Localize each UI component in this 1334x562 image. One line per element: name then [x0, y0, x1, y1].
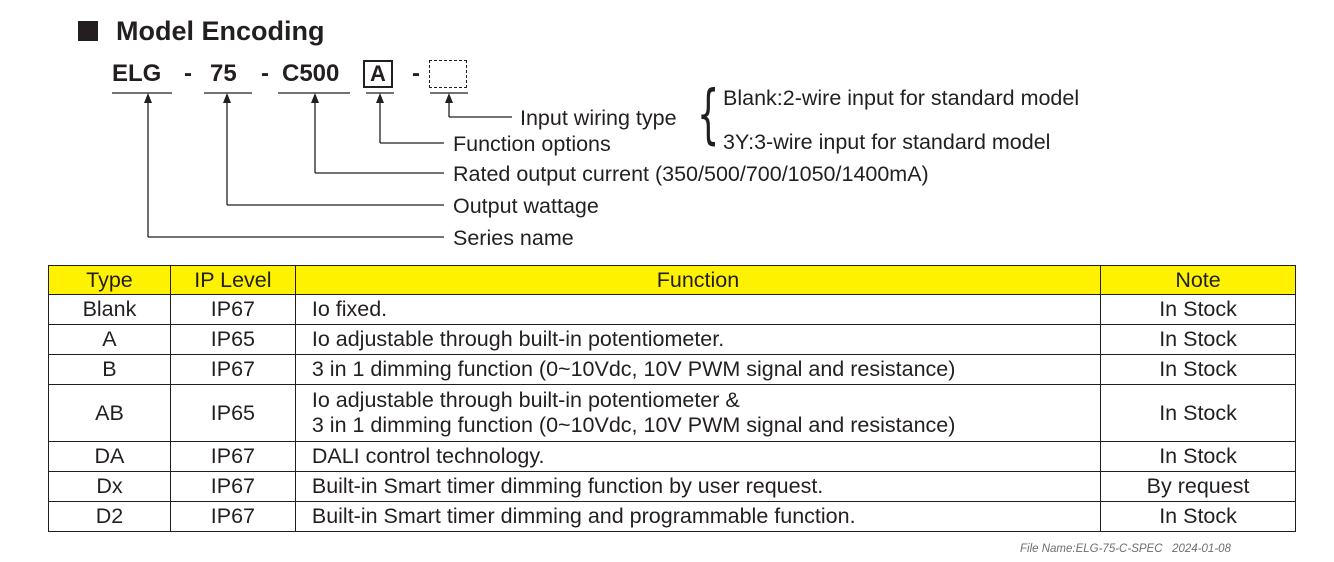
- desc-rated-output-current: Rated output current (350/500/700/1050/1…: [453, 162, 929, 186]
- cell-note: By request: [1100, 471, 1296, 502]
- cell-type: D2: [48, 501, 171, 532]
- cell-note: In Stock: [1100, 354, 1296, 385]
- file-name-footer: File Name:ELG-75-C-SPEC 2024-01-08: [1020, 543, 1231, 555]
- code-current: C500: [282, 60, 340, 87]
- footer-date: 2024-01-08: [1172, 543, 1231, 555]
- cell-function-line-2: 3 in 1 dimming function (0~10Vdc, 10V PW…: [311, 413, 956, 437]
- desc-3y-option: 3Y:3-wire input for standard model: [723, 130, 1051, 154]
- section-title: Model Encoding: [116, 15, 325, 46]
- header-ip-level: IP Level: [169, 265, 296, 295]
- cell-function: Io adjustable through built-in potentiom…: [294, 324, 1102, 355]
- table-row: Blank IP67 Io fixed. In Stock: [48, 294, 1296, 325]
- cell-function: Built-in Smart timer dimming function by…: [294, 471, 1102, 502]
- code-wattage: 75: [210, 60, 237, 87]
- header-function: Function: [294, 265, 1102, 295]
- code-dash-3: -: [412, 60, 420, 87]
- cell-function: Io fixed.: [294, 294, 1102, 325]
- desc-series-name: Series name: [453, 226, 574, 250]
- cell-ip: IP67: [169, 441, 296, 472]
- cell-ip: IP67: [169, 294, 296, 325]
- table-row: Dx IP67 Built-in Smart timer dimming fun…: [48, 471, 1296, 502]
- table-row: B IP67 3 in 1 dimming function (0~10Vdc,…: [48, 354, 1296, 385]
- table-row: DA IP67 DALI control technology. In Stoc…: [48, 441, 1296, 472]
- table-row: D2 IP67 Built-in Smart timer dimming and…: [48, 501, 1296, 532]
- encoding-connector-lines: [112, 92, 512, 238]
- header-note: Note: [1100, 265, 1296, 295]
- cell-note: In Stock: [1100, 294, 1296, 325]
- cell-type: Blank: [48, 294, 171, 325]
- cell-note: In Stock: [1100, 501, 1296, 532]
- cell-function: Io adjustable through built-in potentiom…: [294, 384, 1102, 442]
- table-row: A IP65 Io adjustable through built-in po…: [48, 324, 1296, 355]
- bullet-square-icon: [78, 21, 98, 41]
- table-row: AB IP65 Io adjustable through built-in p…: [48, 384, 1296, 442]
- cell-type: DA: [48, 441, 171, 472]
- cell-ip: IP67: [169, 354, 296, 385]
- cell-ip: IP67: [169, 471, 296, 502]
- cell-function: DALI control technology.: [294, 441, 1102, 472]
- cell-note: In Stock: [1100, 441, 1296, 472]
- code-wiring-blank-box: [429, 60, 467, 88]
- code-function-box: A: [363, 60, 393, 88]
- cell-type: B: [48, 354, 171, 385]
- header-type: Type: [48, 265, 171, 295]
- cell-ip: IP65: [169, 324, 296, 355]
- curly-brace-icon: {: [697, 78, 720, 152]
- desc-blank-option: Blank:2-wire input for standard model: [723, 86, 1080, 110]
- cell-type: Dx: [48, 471, 171, 502]
- code-dash-2: -: [261, 60, 269, 87]
- table-header-row: Type IP Level Function Note: [48, 265, 1296, 295]
- cell-ip: IP65: [169, 384, 296, 442]
- cell-type: A: [48, 324, 171, 355]
- cell-function: 3 in 1 dimming function (0~10Vdc, 10V PW…: [294, 354, 1102, 385]
- cell-function: Built-in Smart timer dimming and program…: [294, 501, 1102, 532]
- desc-function-options: Function options: [453, 132, 611, 156]
- cell-type: AB: [48, 384, 171, 442]
- cell-note: In Stock: [1100, 384, 1296, 442]
- section-heading: Model Encoding: [78, 14, 325, 48]
- code-series: ELG: [112, 60, 162, 87]
- function-table: Type IP Level Function Note Blank IP67 I…: [48, 265, 1296, 532]
- cell-ip: IP67: [169, 501, 296, 532]
- footer-file-name: File Name:ELG-75-C-SPEC: [1020, 543, 1163, 555]
- desc-output-wattage: Output wattage: [453, 194, 599, 218]
- cell-note: In Stock: [1100, 324, 1296, 355]
- desc-input-wiring-type: Input wiring type: [520, 106, 677, 130]
- cell-function-line-1: Io adjustable through built-in potentiom…: [311, 388, 740, 412]
- code-dash-1: -: [184, 60, 192, 87]
